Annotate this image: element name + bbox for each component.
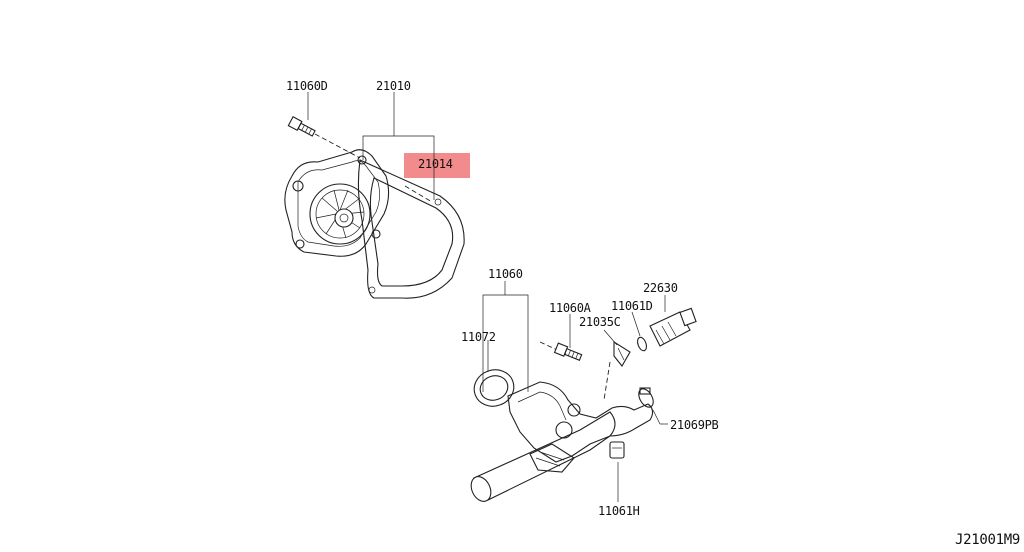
leader-lines: [307, 92, 668, 502]
bolt-11060D: [287, 116, 316, 137]
label-11060[interactable]: 11060: [488, 267, 523, 281]
label-11061D[interactable]: 11061D: [611, 299, 653, 313]
o-ring-11061D: [636, 336, 648, 352]
highlight-21014: [404, 153, 470, 178]
label-21035C[interactable]: 21035C: [579, 315, 621, 329]
label-22630[interactable]: 22630: [643, 281, 678, 295]
label-11061H[interactable]: 11061H: [598, 504, 640, 518]
plug-11061H: [609, 441, 625, 459]
inlet-pipe-11060: [470, 381, 654, 502]
label-11060D[interactable]: 11060D: [286, 79, 328, 93]
diagram-code: J21001M9: [954, 532, 1020, 548]
label-11072[interactable]: 11072: [461, 330, 496, 344]
bolt-11060A: [553, 342, 583, 361]
label-21069PB[interactable]: 21069PB: [670, 418, 719, 432]
gasket-11072: [473, 369, 515, 407]
gasket-21014: [357, 159, 465, 299]
label-21010[interactable]: 21010: [376, 79, 411, 93]
label-21014[interactable]: 21014: [418, 157, 453, 171]
label-11060A[interactable]: 11060A: [549, 301, 591, 315]
water-pump: [284, 149, 390, 257]
sensor-22630: [649, 307, 697, 347]
clip-21035C: [613, 341, 631, 367]
clamp-21069PB: [638, 387, 654, 408]
